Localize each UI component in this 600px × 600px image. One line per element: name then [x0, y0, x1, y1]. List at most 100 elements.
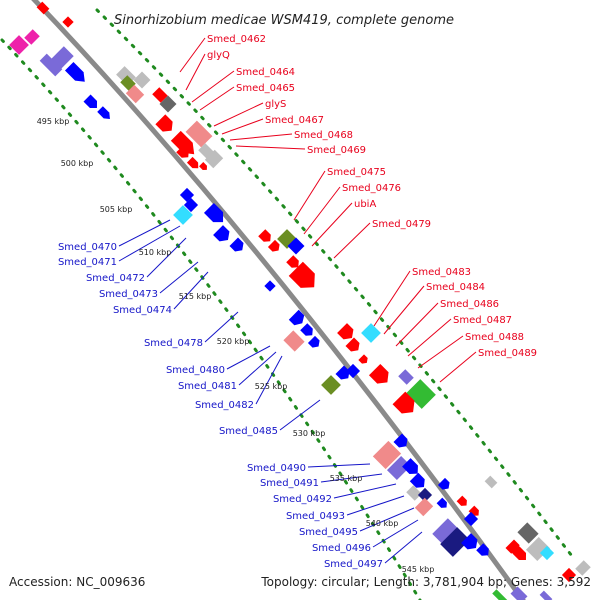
gene-arrow-glyph	[505, 539, 520, 554]
gene-label-smed-0469[interactable]: Smed_0469	[307, 145, 366, 156]
gene-label-smed-0487[interactable]: Smed_0487	[453, 315, 512, 326]
gene-label-smed-0492[interactable]: Smed_0492	[273, 494, 332, 505]
gene-glyph	[432, 518, 458, 544]
leader-line	[255, 355, 283, 405]
gene-label-ubia[interactable]: ubiA	[354, 199, 376, 210]
tick-label-535-kbp: 535 kbp	[330, 474, 363, 483]
gene-label-smed-0473[interactable]: Smed_0473	[99, 289, 158, 300]
gene-label-smed-0467[interactable]: Smed_0467	[265, 115, 324, 126]
gene-glyph	[36, 1, 50, 15]
gene-label-smed-0465[interactable]: Smed_0465	[236, 83, 295, 94]
gene-label-smed-0491[interactable]: Smed_0491	[260, 478, 319, 489]
gene-label-smed-0478[interactable]: Smed_0478	[144, 338, 203, 349]
leader-line	[303, 186, 341, 235]
gene-glyph	[440, 527, 470, 557]
gene-label-smed-0488[interactable]: Smed_0488	[465, 332, 524, 343]
gene-arrow-glyph	[229, 237, 244, 252]
tick-label-540-kbp: 540 kbp	[366, 519, 399, 528]
gene-label-glyq[interactable]: glyQ	[207, 50, 230, 61]
gene-arrow-glyph	[288, 261, 315, 288]
gene-label-smed-0489[interactable]: Smed_0489	[478, 348, 537, 359]
leader-line	[293, 170, 326, 221]
gene-arrow-glyph	[258, 229, 271, 242]
gene-glyph	[406, 485, 422, 501]
gene-glyph	[510, 586, 528, 600]
gene-arrow-glyph	[392, 391, 415, 414]
gene-glyph	[62, 16, 74, 28]
gene-label-smed-0468[interactable]: Smed_0468	[294, 130, 353, 141]
gene-label-smed-0474[interactable]: Smed_0474	[113, 305, 172, 316]
gene-label-smed-0476[interactable]: Smed_0476	[342, 183, 401, 194]
leader-line	[238, 351, 277, 386]
gene-arrow-glyph	[402, 458, 418, 474]
gene-glyph	[517, 522, 539, 544]
gene-glyph	[561, 567, 577, 583]
tick-label-495-kbp: 495 kbp	[37, 117, 70, 126]
tick-label-505-kbp: 505 kbp	[100, 205, 133, 214]
gene-glyph	[575, 560, 591, 576]
tick-label-530-kbp: 530 kbp	[293, 429, 326, 438]
gene-label-smed-0486[interactable]: Smed_0486	[440, 299, 499, 310]
gene-glyph	[39, 53, 63, 77]
gene-arrow-glyph	[203, 202, 224, 223]
gene-label-smed-0462[interactable]: Smed_0462	[207, 34, 266, 45]
gene-label-smed-0493[interactable]: Smed_0493	[286, 511, 345, 522]
gene-glyph	[152, 87, 168, 103]
leader-line	[333, 222, 371, 259]
gene-glyph	[539, 590, 553, 600]
genome-title: Sinorhizobium medicae WSM419, complete g…	[114, 13, 454, 28]
gene-glyph	[406, 379, 436, 409]
gene-label-smed-0495[interactable]: Smed_0495	[299, 527, 358, 538]
gene-arrow-glyph	[436, 497, 447, 508]
genome-backbone	[31, 0, 526, 600]
gene-label-smed-0475[interactable]: Smed_0475	[327, 167, 386, 178]
gene-label-smed-0490[interactable]: Smed_0490	[247, 463, 306, 474]
gene-arrow-glyph	[267, 239, 280, 252]
gene-glyph	[159, 95, 177, 113]
gene-arrow-glyph	[170, 130, 195, 155]
gene-label-smed-0483[interactable]: Smed_0483	[412, 267, 471, 278]
gene-label-glys[interactable]: glyS	[265, 99, 286, 110]
gene-label-smed-0497[interactable]: Smed_0497	[324, 559, 383, 570]
gene-label-smed-0471[interactable]: Smed_0471	[58, 257, 117, 268]
gene-label-smed-0472[interactable]: Smed_0472	[86, 273, 145, 284]
gene-glyph	[133, 71, 151, 89]
gene-arrow-glyph	[437, 477, 450, 490]
gene-arrow-glyph	[476, 543, 489, 556]
gene-label-smed-0481[interactable]: Smed_0481	[178, 381, 237, 392]
leader-line	[213, 102, 264, 127]
leader-line	[439, 351, 477, 383]
leader-line	[235, 145, 306, 150]
gene-glyph	[24, 29, 40, 45]
gene-glyph	[398, 369, 414, 385]
gene-label-smed-0479[interactable]: Smed_0479	[372, 219, 431, 230]
leader-line	[372, 519, 419, 548]
gene-arrow-glyph	[83, 94, 98, 109]
tick-label-515-kbp: 515 kbp	[179, 292, 212, 301]
guide-dotted-line	[0, 38, 422, 600]
gene-label-smed-0496[interactable]: Smed_0496	[312, 543, 371, 554]
leader-line	[395, 302, 439, 347]
leader-line	[159, 261, 199, 294]
leader-line	[229, 133, 293, 141]
leader-line	[118, 219, 171, 247]
leader-line	[204, 311, 239, 343]
gene-label-smed-0464[interactable]: Smed_0464	[236, 67, 295, 78]
gene-arrow-glyph	[64, 61, 85, 82]
gene-label-smed-0482[interactable]: Smed_0482	[195, 400, 254, 411]
leader-line	[191, 70, 235, 103]
gene-label-smed-0470[interactable]: Smed_0470	[58, 242, 117, 253]
gene-arrow-glyph	[393, 433, 408, 448]
gene-label-smed-0480[interactable]: Smed_0480	[166, 365, 225, 376]
gene-arrow-glyph	[307, 335, 320, 348]
gene-arrow-glyph	[186, 156, 199, 169]
gene-label-smed-0485[interactable]: Smed_0485	[219, 426, 278, 437]
accession-text: Accession: NC_009636	[9, 575, 145, 589]
gene-glyph	[185, 120, 213, 148]
gene-arrow-glyph	[300, 323, 313, 336]
leader-line	[320, 473, 383, 483]
leader-line	[179, 37, 206, 73]
gene-label-smed-0484[interactable]: Smed_0484	[426, 282, 485, 293]
